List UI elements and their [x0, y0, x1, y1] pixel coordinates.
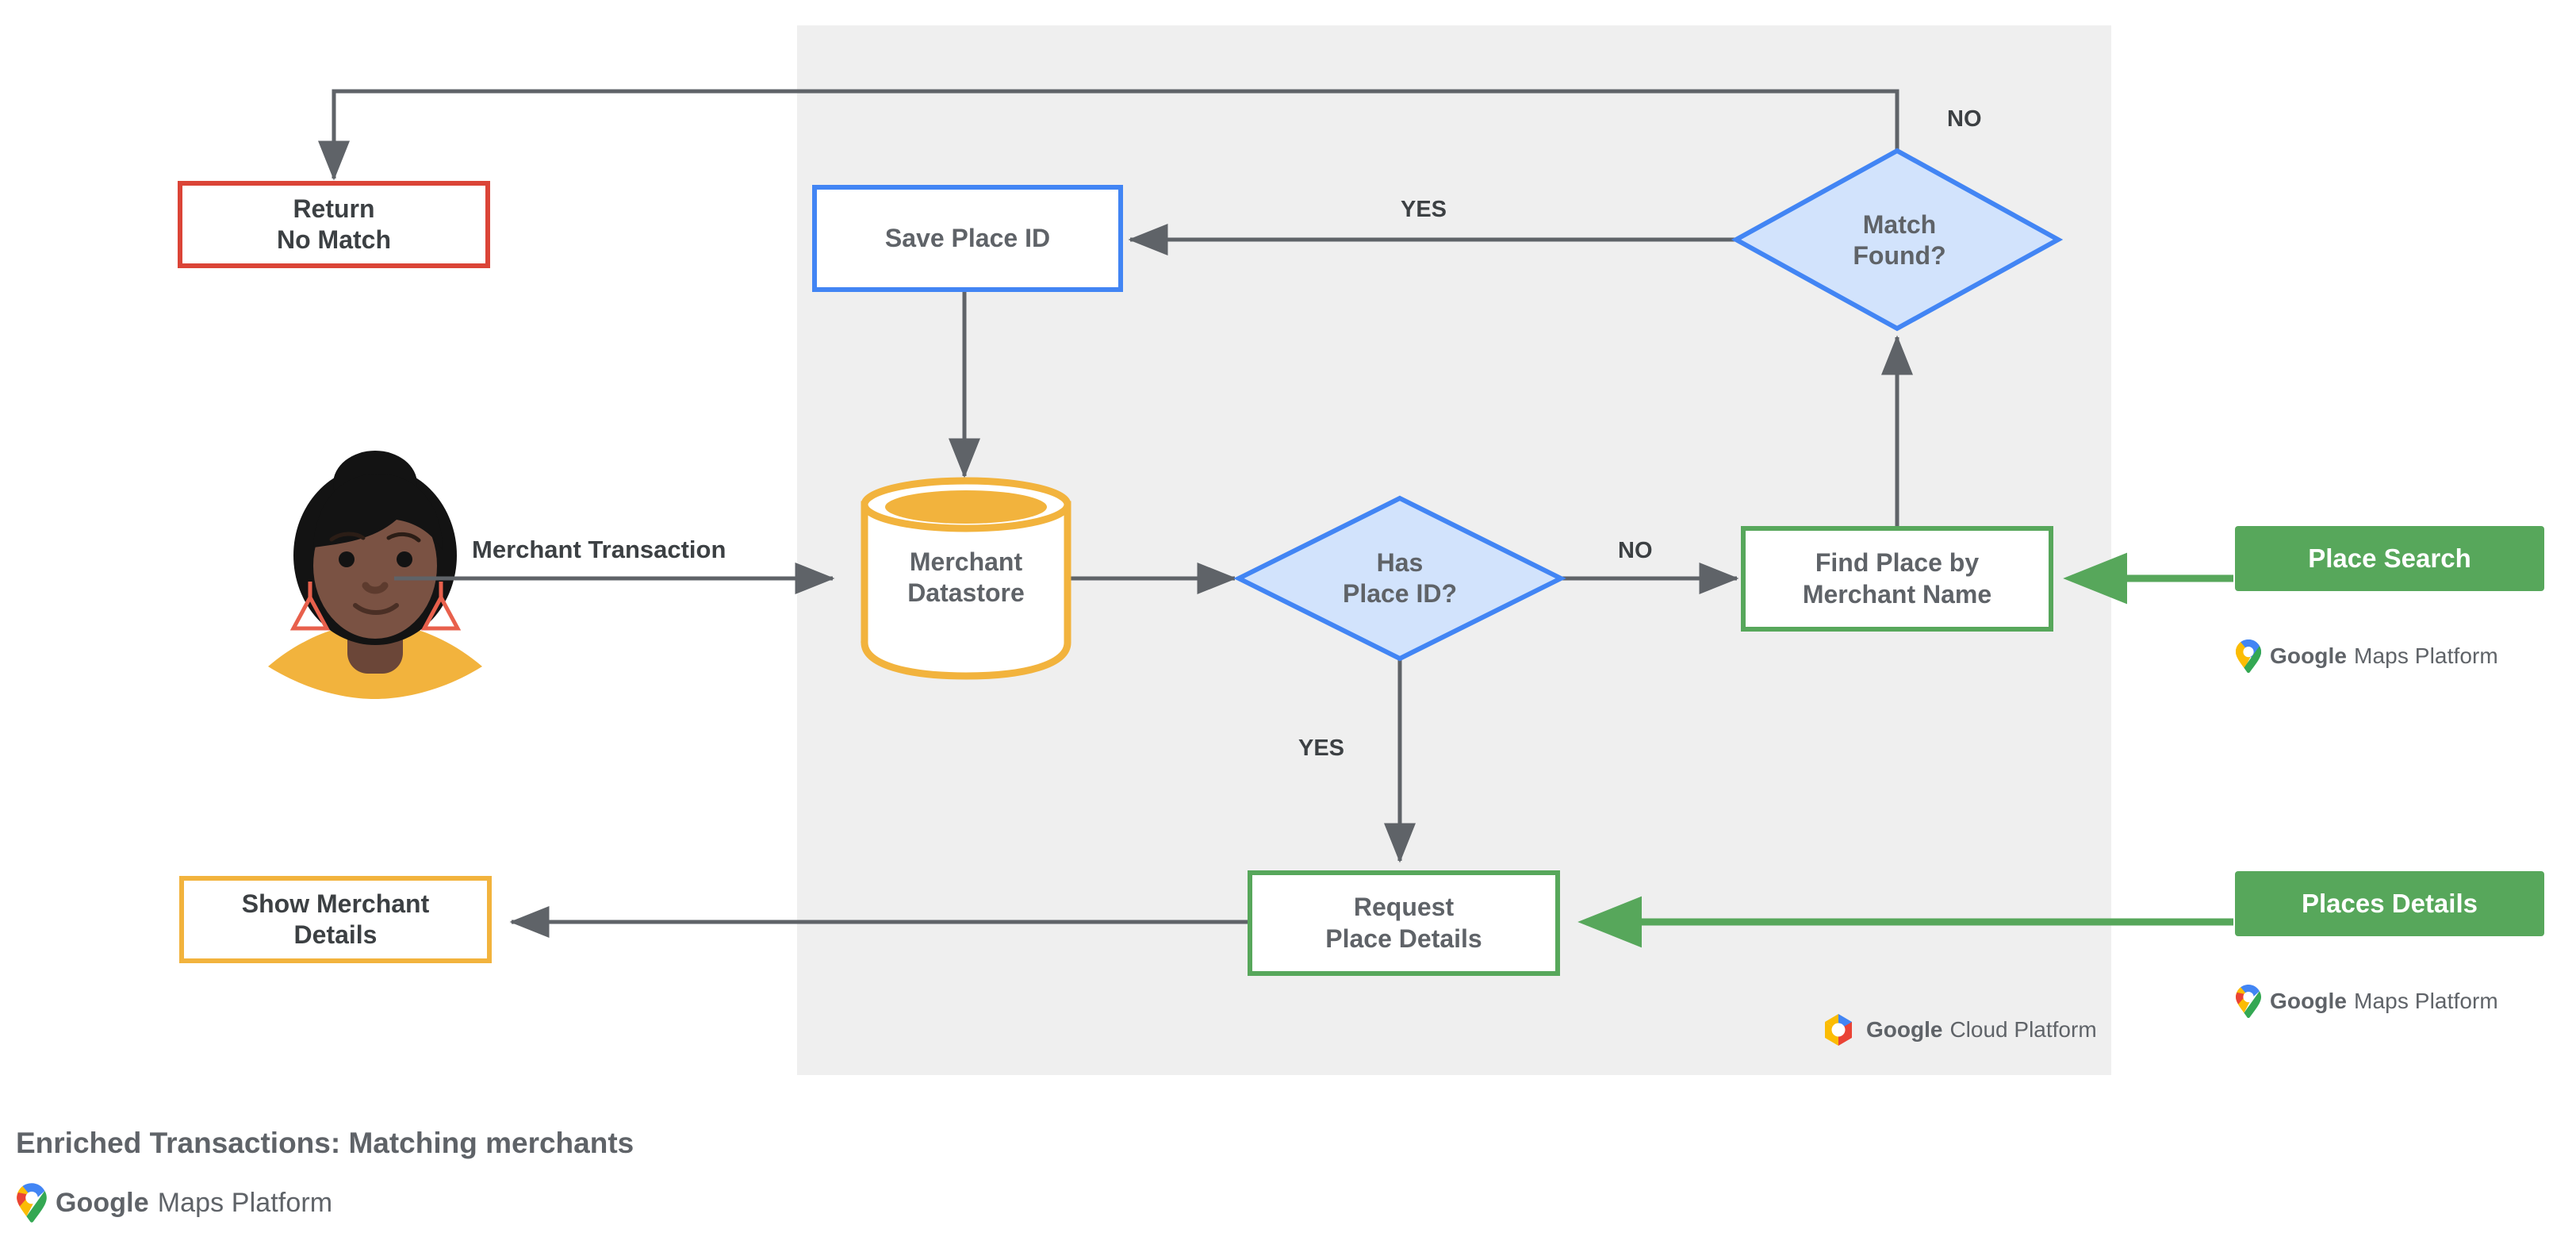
- gcp-rest-word: Cloud Platform: [1949, 1017, 2097, 1042]
- maps-pin-icon: [2236, 639, 2261, 674]
- maps-pin-icon: [17, 1183, 47, 1223]
- node-places-details-label: Places Details: [2302, 888, 2478, 918]
- gmp-rest-word: Maps Platform: [2354, 989, 2498, 1013]
- node-places-details-button[interactable]: Places Details: [2235, 871, 2544, 936]
- node-find-place-label: Find Place by Merchant Name: [1802, 548, 1992, 609]
- cylinder-merchant-datastore: [861, 477, 1071, 680]
- google-maps-platform-logo-caption: Google Maps Platform: [16, 1182, 332, 1223]
- edge-no-to-returnnomatch: [318, 89, 1899, 181]
- gmp-rest-word: Maps Platform: [157, 1187, 333, 1218]
- gmp-google-word: Google: [56, 1187, 149, 1218]
- gmp-wordmark: Google Maps Platform: [56, 1188, 332, 1219]
- page-title: Enriched Transactions: Matching merchant…: [16, 1127, 634, 1159]
- maps-pin-icon: [2236, 985, 2261, 1019]
- gmp-google-word: Google: [2270, 989, 2348, 1013]
- node-save-place-id[interactable]: Save Place ID: [812, 185, 1123, 292]
- edge-label-no-match: NO: [1947, 106, 1982, 132]
- node-save-place-id-label: Save Place ID: [884, 223, 1051, 252]
- node-return-no-match[interactable]: Return No Match: [178, 181, 490, 268]
- gcp-google-word: Google: [1866, 1017, 1943, 1042]
- edge-label-merchant-transaction: Merchant Transaction: [472, 536, 726, 563]
- diamond-match-found: [1731, 148, 2064, 332]
- merchant-customer-avatar: [268, 451, 482, 699]
- node-return-no-match-label: Return No Match: [277, 194, 391, 254]
- edge-label-yes-place-id: YES: [1298, 735, 1345, 761]
- node-show-merchant-details-label: Show Merchant Details: [241, 889, 430, 949]
- node-show-merchant-details[interactable]: Show Merchant Details: [179, 876, 492, 963]
- edge-label-no-place-id: NO: [1618, 538, 1653, 563]
- node-place-search-label: Place Search: [2308, 543, 2471, 573]
- node-find-place-by-merchant-name[interactable]: Find Place by Merchant Name: [1741, 526, 2053, 632]
- diamond-has-place-id: [1233, 495, 1566, 662]
- gmp-rest-word: Maps Platform: [2354, 643, 2498, 668]
- gmp-google-word: Google: [2270, 643, 2348, 668]
- node-place-search-button[interactable]: Place Search: [2235, 526, 2544, 591]
- node-request-place-details-label: Request Place Details: [1325, 893, 1482, 953]
- node-request-place-details[interactable]: Request Place Details: [1248, 870, 1560, 976]
- cloud-platform-hexagon-icon: [1825, 1014, 1852, 1046]
- edge-label-yes-match: YES: [1401, 197, 1447, 222]
